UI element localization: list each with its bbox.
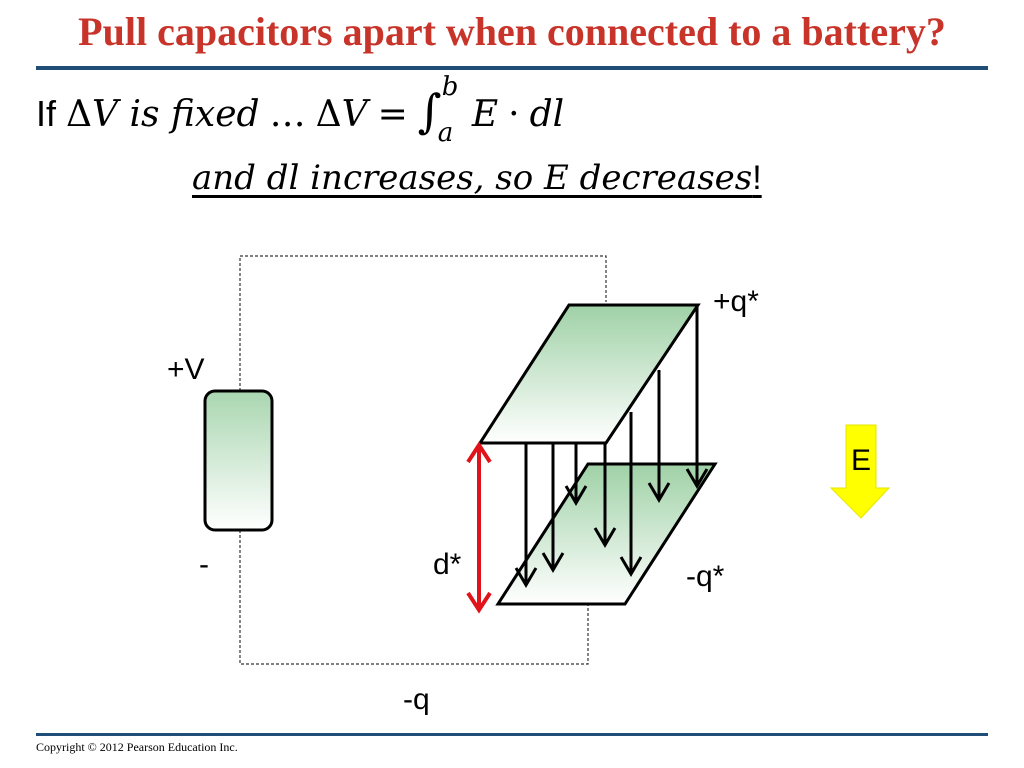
equation-ellipsis: … bbox=[269, 94, 306, 135]
title-divider bbox=[36, 66, 988, 70]
equation-exclamation: ! bbox=[752, 159, 762, 197]
equation-v: V bbox=[341, 94, 368, 135]
equation-delta-2: Δ bbox=[315, 94, 342, 135]
equation-conclusion: and dl increases, so E decreases bbox=[192, 158, 753, 198]
slide-title: Pull capacitors apart when connected to … bbox=[78, 9, 946, 54]
integral-upper-bound: b bbox=[441, 72, 459, 102]
equation-e: E bbox=[471, 94, 499, 135]
field-lines bbox=[514, 305, 709, 588]
equation-equals: = bbox=[377, 94, 408, 135]
equation-line-2: and dl increases, so E decreases! bbox=[192, 158, 762, 198]
copyright: Copyright © 2012 Pearson Education Inc. bbox=[36, 740, 238, 754]
battery-negative-label: - bbox=[199, 548, 209, 581]
battery bbox=[203, 389, 274, 532]
equation-dot: · bbox=[508, 94, 520, 135]
integral-sign: ∫ bbox=[417, 84, 442, 138]
wire-charge-label: -q bbox=[403, 683, 430, 716]
field-line-arrowhead bbox=[564, 485, 588, 506]
separation-label: d* bbox=[433, 548, 462, 581]
separation-arrow bbox=[466, 441, 492, 614]
top-plate bbox=[477, 303, 701, 445]
field-line-arrowhead bbox=[685, 468, 709, 489]
circuit-wire bbox=[239, 255, 607, 665]
field-direction-arrow bbox=[829, 424, 891, 519]
footer-divider bbox=[36, 733, 988, 736]
integral: ∫ b a bbox=[418, 72, 462, 148]
bottom-plate-charge-label: -q* bbox=[686, 560, 725, 593]
battery-positive-label: +V bbox=[167, 353, 205, 386]
field-line-arrowhead bbox=[619, 556, 643, 577]
equation-delta: Δ bbox=[66, 94, 93, 135]
field-line-arrowhead bbox=[593, 527, 617, 548]
field-line-arrowhead bbox=[647, 482, 671, 503]
top-plate-charge-label: +q* bbox=[713, 285, 759, 318]
field-arrow-label: E bbox=[851, 444, 872, 477]
equation-if: If bbox=[36, 93, 57, 134]
equation-dl: dl bbox=[529, 94, 565, 135]
field-line-arrowhead bbox=[514, 567, 538, 588]
integral-lower-bound: a bbox=[437, 118, 454, 148]
field-line-arrowhead bbox=[541, 552, 565, 573]
equation-v-fixed: V is fixed bbox=[92, 94, 260, 135]
